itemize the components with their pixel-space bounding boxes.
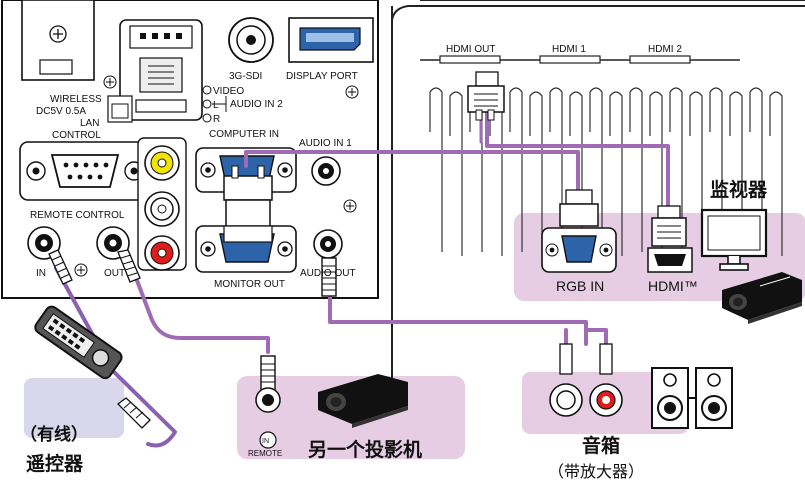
- rgb-in-label: RGB IN: [556, 278, 604, 294]
- audio-out-label: AUDIO OUT: [300, 268, 356, 279]
- speaker-title: 音箱: [582, 434, 620, 457]
- cooling-fin: [649, 91, 663, 256]
- remote-out-cable: [128, 260, 270, 354]
- cooling-fin: [769, 91, 783, 256]
- remote-out-label: OUT: [104, 268, 125, 279]
- audio-plug-audio-out: [321, 257, 337, 297]
- cooling-fin: [429, 87, 443, 252]
- speaker-rca-plugs: [549, 343, 623, 417]
- hdmi1-label: HDMI 1: [552, 44, 586, 55]
- remote-line1: （有线）: [20, 424, 88, 445]
- io-panel: [1, 0, 379, 299]
- control-port[interactable]: [50, 154, 120, 188]
- audio-plug-projector2: [260, 355, 276, 393]
- monitor-hdmi-in: [647, 205, 693, 273]
- monitor-icon: [700, 208, 768, 271]
- projector2-title: 另一个投影机: [308, 438, 422, 461]
- cooling-fin: [529, 91, 543, 256]
- cooling-fin: [669, 87, 683, 252]
- wireless-power-label: DC5V 0.5A: [36, 106, 86, 117]
- projector2-remote-label: REMOTE: [248, 449, 282, 458]
- audio-plug-remote-out: [117, 249, 141, 283]
- monitor-out-label: MONITOR OUT: [214, 279, 285, 290]
- sdi-label: 3G-SDI: [229, 71, 262, 82]
- projector2-in-label: IN: [262, 438, 269, 445]
- control-label: CONTROL: [52, 130, 101, 141]
- audio-in1-label: AUDIO IN 1: [299, 138, 352, 149]
- projector2-icon: [318, 374, 408, 428]
- wireless-label: WIRELESS: [50, 94, 102, 105]
- monitor-title: 监视器: [710, 178, 768, 201]
- cooling-fin: [609, 91, 623, 256]
- computer-in-label: COMPUTER IN: [209, 129, 279, 140]
- l-label: L: [213, 100, 219, 111]
- cooling-fin: [709, 87, 723, 252]
- speaker-subtitle: （带放大器）: [548, 463, 644, 481]
- cooling-fin: [729, 91, 743, 256]
- cooling-fin: [449, 91, 463, 256]
- vga-cable: [244, 150, 580, 198]
- audio-in2-label: AUDIO IN 2: [230, 99, 283, 110]
- projector2-remote-jack: [255, 387, 281, 449]
- hdmi-cable: [485, 110, 670, 212]
- audio-cable: [328, 294, 608, 346]
- audio-plug-wired-remote: [117, 397, 151, 429]
- video-label: VIDEO: [213, 86, 244, 97]
- projector-icon: [722, 272, 802, 324]
- r-label: R: [213, 114, 220, 125]
- speakers-icon: [651, 367, 733, 429]
- hdmi-plug-out: [467, 71, 505, 121]
- vga-plug-computer-in: [223, 165, 273, 231]
- audio-plug-remote-in: [48, 249, 73, 285]
- displayport-label: DISPLAY PORT: [286, 71, 358, 82]
- remote-box: [24, 378, 124, 438]
- wired-remote-icon: [34, 305, 123, 380]
- lan-label: LAN: [80, 118, 99, 129]
- cooling-fin: [569, 91, 583, 256]
- cooling-fin: [629, 87, 643, 252]
- cooling-fin: [689, 91, 703, 256]
- cooling-fin: [749, 87, 763, 252]
- monitor-rgb-in: [541, 189, 617, 273]
- cooling-fin: [589, 87, 603, 252]
- hdmi-label: HDMI™: [648, 278, 698, 294]
- cooling-fin: [549, 87, 563, 252]
- remote-line2: 遥控器: [26, 452, 84, 475]
- cooling-fin: [509, 87, 523, 252]
- hdmi2-label: HDMI 2: [648, 44, 682, 55]
- hdmi-out-label: HDMI OUT: [446, 44, 495, 55]
- remote-control-label: REMOTE CONTROL: [30, 210, 125, 221]
- remote-in-cable: [54, 266, 177, 448]
- remote-in-label: IN: [36, 268, 46, 279]
